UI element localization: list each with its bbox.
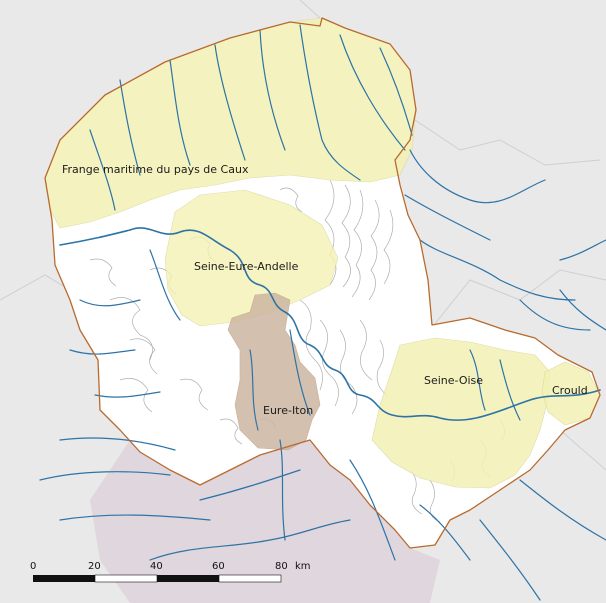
scale-tick-0: 0 bbox=[30, 561, 36, 572]
region-eure-iton[interactable] bbox=[227, 292, 321, 451]
southern-basin bbox=[90, 440, 440, 603]
scale-segment-3 bbox=[157, 575, 219, 582]
scale-bar: 0 20 40 60 80 km bbox=[30, 561, 311, 583]
river-seine bbox=[59, 227, 601, 421]
river-network bbox=[39, 24, 606, 601]
label-seine-eure-andelle: Seine-Eure-Andelle bbox=[194, 260, 299, 273]
scale-unit: km bbox=[295, 561, 311, 572]
scale-segment-4 bbox=[218, 574, 282, 583]
topographic-lines bbox=[89, 179, 505, 523]
scale-tick-40: 40 bbox=[150, 561, 163, 572]
label-seine-oise: Seine-Oise bbox=[424, 374, 483, 387]
label-crould: Crould bbox=[552, 384, 588, 397]
scale-tick-20: 20 bbox=[88, 561, 101, 572]
scale-tick-60: 60 bbox=[212, 561, 225, 572]
scale-segment-2 bbox=[94, 574, 158, 583]
scale-segment-1 bbox=[33, 575, 95, 582]
territory-border bbox=[44, 17, 601, 549]
scale-tick-80: 80 bbox=[275, 561, 288, 572]
label-frange-maritime: Frange maritime du pays de Caux bbox=[62, 163, 249, 176]
region-seine-oise[interactable] bbox=[371, 337, 551, 489]
label-eure-iton: Eure-Iton bbox=[263, 404, 313, 417]
